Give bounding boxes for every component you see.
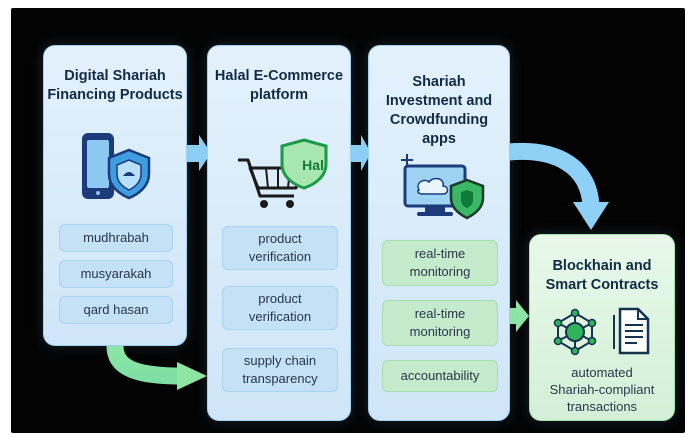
card-title: Halal E-Commerce platform: [214, 68, 344, 103]
contract-document-icon: [613, 307, 650, 355]
card-title: Digital Shariah Financing Products: [47, 68, 183, 103]
card-title: Blockhain and Smart Contracts: [545, 258, 659, 293]
item-mudhrabah: mudhrabah: [59, 224, 173, 252]
card-blockchain-smart-contracts: Blockhain and Smart Contracts automated …: [529, 234, 675, 421]
arrow-ecommerce-to-investment: [351, 135, 371, 171]
arrow-investment-to-blockchain: [508, 142, 609, 230]
card-shariah-financing: Digital Shariah Financing Products mudhr…: [43, 45, 187, 346]
halal-shield-icon: [280, 138, 328, 190]
item-accountability: accountability: [382, 360, 498, 392]
flow-arrows: [106, 135, 609, 390]
item-qard-hasan: qard hasan: [59, 296, 173, 324]
arrow-financing-to-supply-chain: [106, 345, 207, 390]
shopping-cart-icon: [238, 138, 328, 208]
card-title: Shariah Investment and Crowdfunding apps: [385, 74, 493, 147]
arrow-investment-to-contracts: [510, 300, 529, 332]
blockchain-network-icon: [553, 308, 597, 356]
card-shariah-investment: Shariah Investment and Crowdfunding apps…: [368, 45, 510, 421]
monitor-shield-icon: [401, 154, 485, 220]
item-musyarakah: musyarakah: [59, 260, 173, 288]
halal-badge-text: Hal: [302, 157, 324, 173]
card-caption: automated Shariah-compliant transactions: [549, 365, 655, 414]
arrow-financing-to-ecommerce: [187, 135, 211, 171]
diagram-canvas: Digital Shariah Financing Products mudhr…: [11, 8, 685, 433]
phone-shield-icon: [82, 133, 151, 200]
